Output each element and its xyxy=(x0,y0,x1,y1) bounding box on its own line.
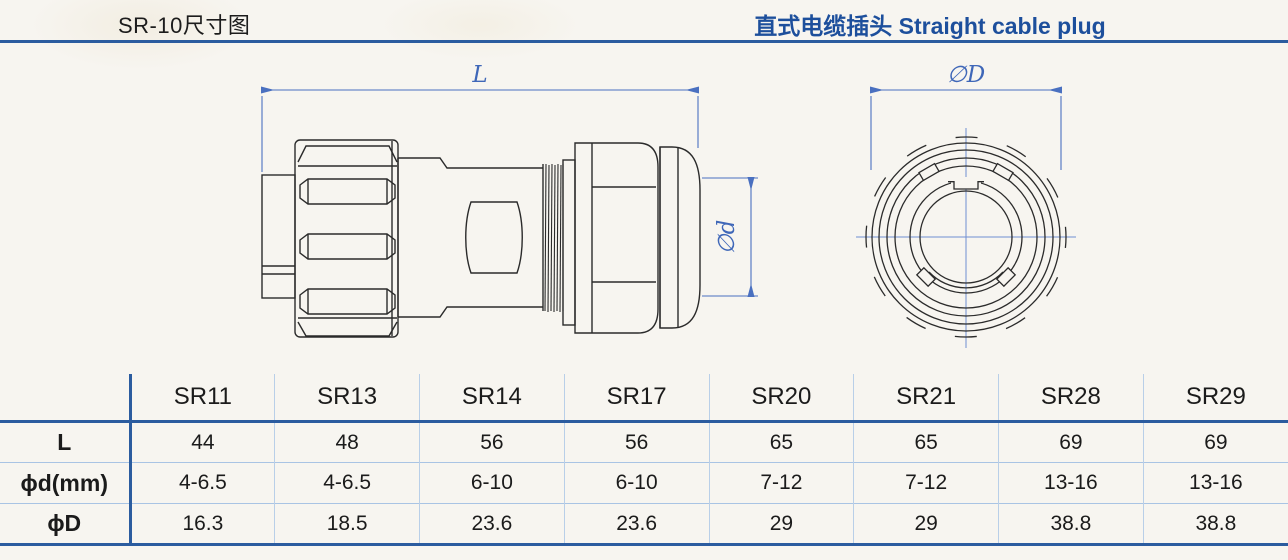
inner-bore xyxy=(919,190,1013,284)
grip-slot xyxy=(299,178,396,205)
column-header: SR29 xyxy=(1142,374,1288,423)
table-cell: 29 xyxy=(708,503,854,546)
end-cap xyxy=(659,146,701,329)
table-cell: 7-12 xyxy=(708,462,854,504)
grip-slot xyxy=(299,288,396,315)
outer-ribbed-ring xyxy=(865,136,1067,338)
column-header: SR20 xyxy=(708,374,854,423)
table-cell: 4-6.5 xyxy=(274,462,420,504)
table-cell: 6-10 xyxy=(419,462,565,504)
table-cell: 48 xyxy=(274,421,420,463)
table-cell: 65 xyxy=(708,421,854,463)
table-cell: 69 xyxy=(1142,421,1288,463)
centerlines xyxy=(856,128,1076,348)
mating-stub xyxy=(261,174,296,299)
ring-tab xyxy=(918,162,940,182)
column-header: SR17 xyxy=(563,374,709,423)
section-title: 直式电缆插头 Straight cable plug xyxy=(754,13,1106,39)
table-cell: 18.5 xyxy=(274,503,420,546)
table-cell: 7-12 xyxy=(853,462,999,504)
table-cell: 38.8 xyxy=(998,503,1144,546)
dimension-L xyxy=(260,86,700,172)
front-view xyxy=(856,128,1076,348)
column-header: SR13 xyxy=(274,374,420,423)
column-header: SR14 xyxy=(419,374,565,423)
header-divider xyxy=(0,40,1288,43)
technical-drawing: L ∅d xyxy=(260,62,1076,348)
corner-cell xyxy=(0,374,130,423)
table-cell: 69 xyxy=(998,421,1144,463)
column-header: SR21 xyxy=(853,374,999,423)
grip-slot xyxy=(299,233,396,260)
body-window xyxy=(465,201,523,274)
table-cell: 13-16 xyxy=(998,462,1144,504)
table-cell: 4-6.5 xyxy=(128,462,275,504)
table-cell: 29 xyxy=(853,503,999,546)
table-cell: 44 xyxy=(128,421,275,463)
dim-label-L: L xyxy=(471,62,487,88)
dimension-D xyxy=(869,86,1063,170)
column-header: SR11 xyxy=(128,374,275,423)
table-cell: 16.3 xyxy=(128,503,275,546)
side-view xyxy=(261,139,701,338)
dim-label-d: ∅d xyxy=(714,220,740,255)
gland-nut xyxy=(562,142,659,334)
table-cell: 56 xyxy=(419,421,565,463)
dimension-d xyxy=(702,176,758,298)
table-cell: 6-10 xyxy=(563,462,709,504)
ring-tab xyxy=(992,162,1014,182)
table-cell: 23.6 xyxy=(563,503,709,546)
thread-section xyxy=(544,163,564,313)
row-label: L xyxy=(57,429,72,455)
table-cell: 38.8 xyxy=(1142,503,1288,546)
row-label: ϕd(mm) xyxy=(0,462,130,504)
table-cell: 23.6 xyxy=(419,503,565,546)
table-cell: 56 xyxy=(563,421,709,463)
dim-label-D: ∅D xyxy=(947,62,985,88)
keyed-ring xyxy=(909,177,1023,294)
table-cell: 65 xyxy=(853,421,999,463)
row-label: ϕD xyxy=(0,503,130,546)
coupling-nut xyxy=(294,139,399,338)
page-title: SR-10尺寸图 xyxy=(118,13,251,38)
table-cell: 13-16 xyxy=(1142,462,1288,504)
column-header: SR28 xyxy=(998,374,1144,423)
body-collar xyxy=(397,157,544,318)
